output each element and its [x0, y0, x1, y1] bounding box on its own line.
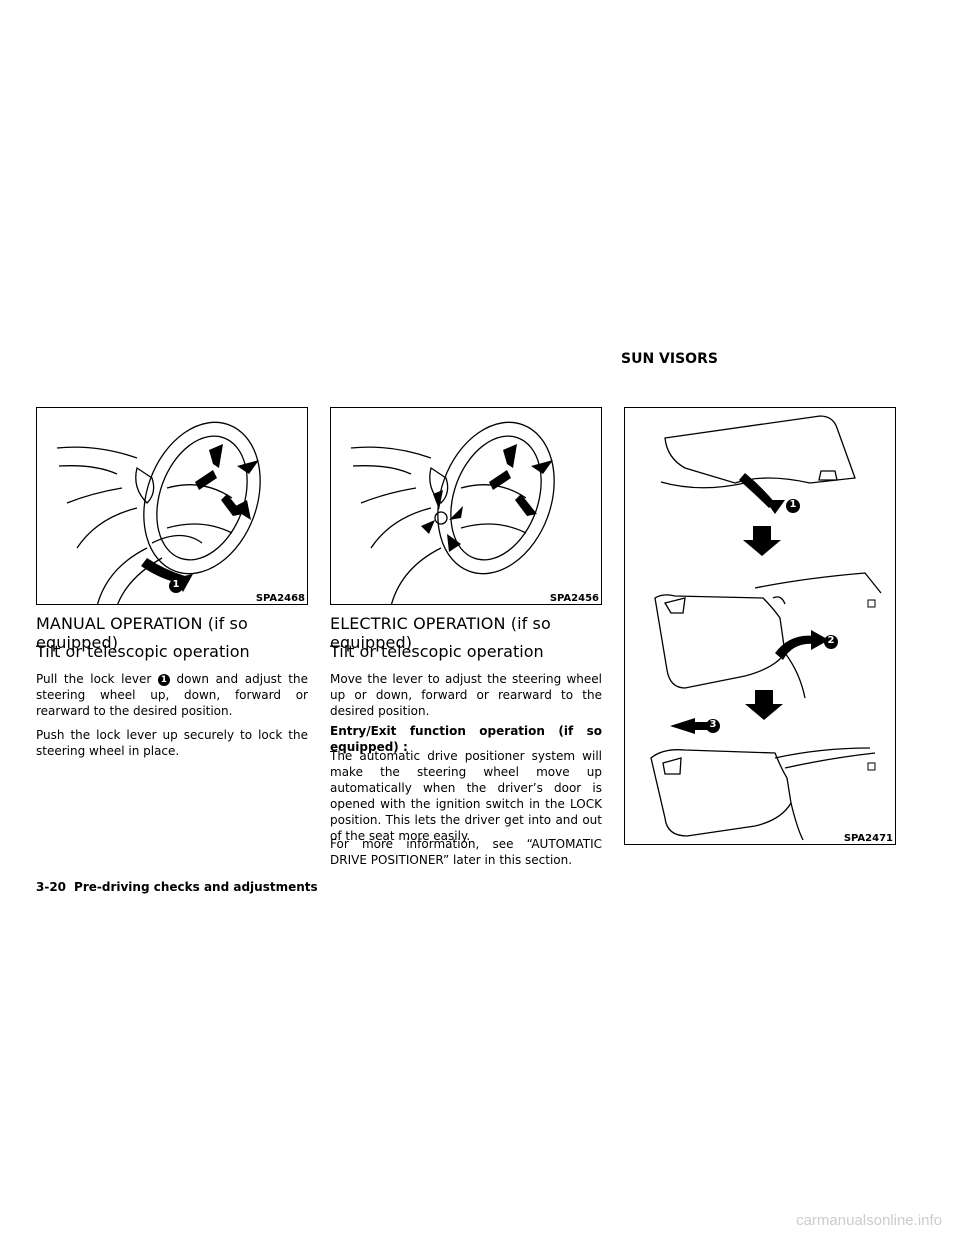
steering-wheel-illustration — [350, 421, 555, 604]
figure-code: SPA2471 — [841, 833, 895, 844]
callout-2-label: 2 — [827, 635, 835, 646]
figure-manual-steering: 1 SPA2468 — [36, 407, 308, 605]
manual-paragraph-2: Push the lock lever up securely to lock … — [36, 728, 308, 758]
page-footer: 3-20 Pre-driving checks and adjustments — [36, 880, 318, 894]
chapter-title: Pre-driving checks and adjustments — [74, 880, 318, 894]
page-number: 3-20 — [36, 880, 67, 894]
electric-paragraph-3: For more information, see “AUTOMATIC DRI… — [330, 837, 602, 867]
electric-paragraph-1: Move the lever to adjust the steering wh… — [330, 672, 602, 718]
steering-wheel-illustration — [56, 421, 261, 604]
electric-heading: ELECTRIC OPERATION (if so equipped) — [330, 614, 551, 652]
callout-1-icon: 1 — [157, 674, 170, 686]
figure-electric-steering: SPA2456 — [330, 407, 602, 605]
callout-3-label: 3 — [709, 719, 717, 730]
manual-subheading: Tilt or telescopic operation — [36, 642, 250, 661]
electric-subheading: Tilt or telescopic operation — [330, 642, 544, 661]
watermark-text: carmanualsonline.info — [796, 1212, 942, 1229]
manual-p1-before: Pull the lock lever — [36, 672, 152, 686]
figure-sun-visors: 1 2 3 SPA2471 — [624, 407, 896, 845]
section-title: SUN VISORS — [621, 351, 718, 367]
sun-visor-illustration — [650, 415, 882, 841]
figure-code: SPA2456 — [547, 593, 601, 604]
callout-1-label: 1 — [172, 579, 180, 590]
manual-p1-after: down and adjust the steering wheel up, d… — [36, 672, 308, 718]
manual-heading: MANUAL OPERATION (if so equipped) — [36, 614, 248, 652]
callout-1-label: 1 — [789, 499, 797, 510]
figure-code: SPA2468 — [253, 593, 307, 604]
electric-paragraph-2: The automatic drive positioner system wi… — [330, 749, 602, 843]
entry-exit-heading: Entry/Exit function operation (if so equ… — [330, 724, 602, 754]
manual-paragraph-1: Pull the lock lever 1 down and adjust th… — [36, 671, 308, 719]
